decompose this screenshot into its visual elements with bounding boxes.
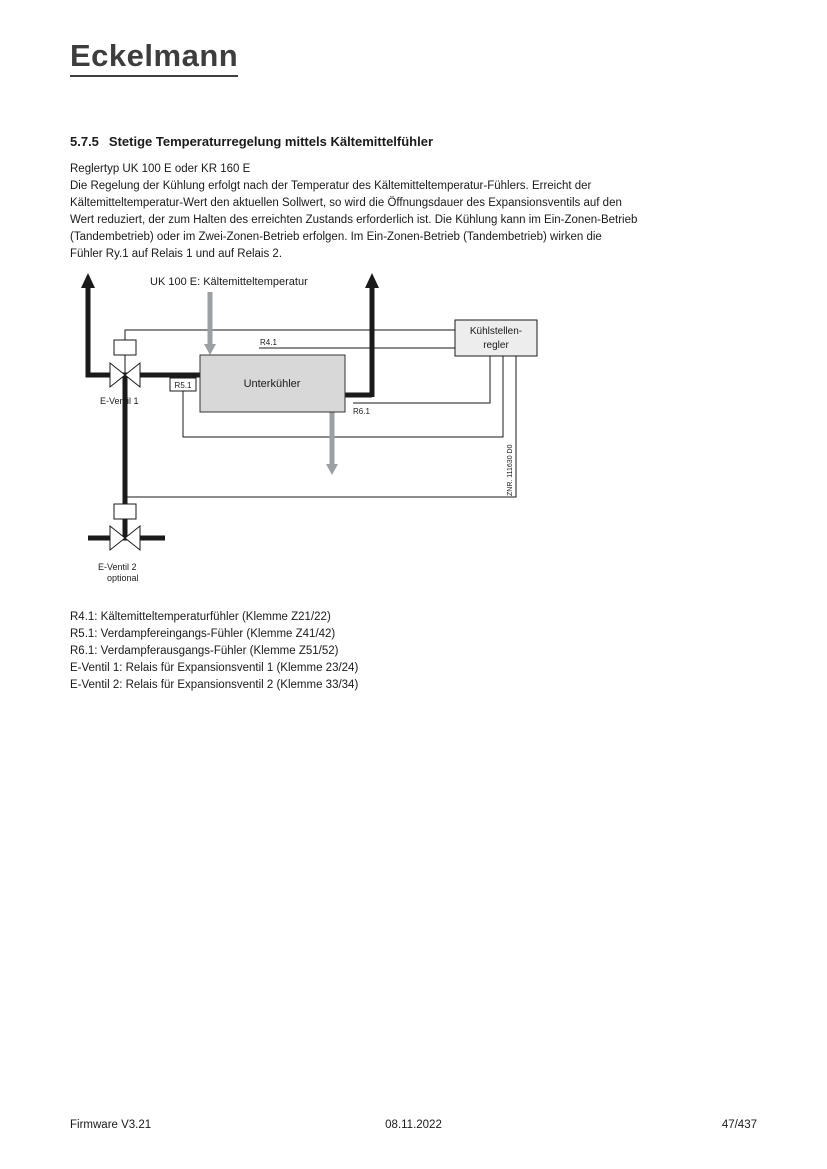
body-line: Wert reduziert, der zum Halten des errei…	[70, 214, 638, 226]
footer-page-number: 47/437	[721, 1119, 757, 1131]
valve-2-note: optional	[107, 573, 139, 583]
flow-arrow-up-right-icon	[365, 273, 379, 288]
control-lines	[124, 329, 517, 504]
gray-flow-arrows	[204, 292, 338, 475]
refrigerant-pipes	[85, 284, 375, 541]
sensor-r51-label: R5.1	[175, 381, 192, 390]
section-title: Stetige Temperaturregelung mittels Kälte…	[108, 134, 434, 149]
valve-2-bowtie-left-icon	[109, 524, 126, 552]
body-line: (Tandembetrieb) oder im Zwei-Zonen-Betri…	[70, 231, 602, 243]
body-line: Die Regelung der Kühlung erfolgt nach de…	[70, 180, 592, 192]
valve-2-bowtie-right-icon	[124, 524, 141, 552]
gray-arrow-out-head-icon	[326, 464, 338, 475]
body-line: Kältemitteltemperatur-Wert den aktuellen…	[70, 197, 622, 209]
gray-arrow-in-head-icon	[204, 344, 216, 355]
sensor-r51-box	[169, 377, 197, 392]
section-number: 5.7.5	[70, 134, 99, 149]
sensor-r61-label: R6.1	[353, 407, 370, 416]
subcooler-label: Unterkühler	[244, 378, 301, 390]
body-line: Fühler Ry.1 auf Relais 1 und auf Relais …	[70, 248, 283, 260]
process-diagram-svg: UK 100 E: Kältemitteltemperatur	[81, 273, 538, 583]
controller-box	[454, 319, 538, 357]
footer-date: 08.11.2022	[385, 1119, 442, 1131]
legend-item: E-Ventil 1: Relais für Expansionsventil …	[70, 662, 359, 674]
subcooler-box	[199, 354, 346, 413]
diagram-title: UK 100 E: Kältemitteltemperatur	[150, 276, 308, 288]
eckelmann-logo: Eckelmann	[70, 40, 239, 77]
page-footer: Firmware V3.21 08.11.2022 47/437	[70, 1119, 757, 1135]
legend: R4.1: Kältemitteltemperaturfühler (Klemm…	[70, 609, 358, 694]
body-text: Reglertyp UK 100 E oder KR 160 E Die Reg…	[70, 161, 780, 263]
controller-label-line2: regler	[483, 340, 509, 351]
valve-1-label: E-Ventil 1	[100, 396, 139, 406]
sensor-r41-label: R4.1	[260, 338, 277, 347]
valve-1-bowtie-right-icon	[124, 361, 141, 389]
valve-1-actuator	[113, 339, 137, 356]
legend-item: R6.1: Verdampferausgangs-Fühler (Klemme …	[70, 645, 339, 657]
controller-label-line1: Kühlstellen-	[470, 326, 522, 337]
legend-item: R4.1: Kältemitteltemperaturfühler (Klemm…	[70, 611, 331, 623]
expansion-valve-1	[109, 339, 141, 389]
valve-2-actuator	[113, 503, 137, 520]
flow-arrow-up-left-icon	[81, 273, 95, 288]
process-diagram: UK 100 E: Kältemitteltemperatur	[70, 270, 540, 605]
footer-firmware-version: Firmware V3.21	[70, 1119, 152, 1131]
body-intro: Reglertyp UK 100 E oder KR 160 E	[70, 163, 251, 175]
drawing-number: ZNR. 111630 D0	[507, 444, 514, 496]
expansion-valve-2	[109, 503, 141, 552]
section-heading: 5.7.5 Stetige Temperaturregelung mittels …	[70, 134, 433, 149]
valve-2-label: E-Ventil 2	[98, 562, 137, 572]
valve-1-bowtie-left-icon	[109, 361, 126, 389]
legend-item: R5.1: Verdampfereingangs-Fühler (Klemme …	[70, 628, 336, 640]
legend-item: E-Ventil 2: Relais für Expansionsventil …	[70, 679, 359, 691]
